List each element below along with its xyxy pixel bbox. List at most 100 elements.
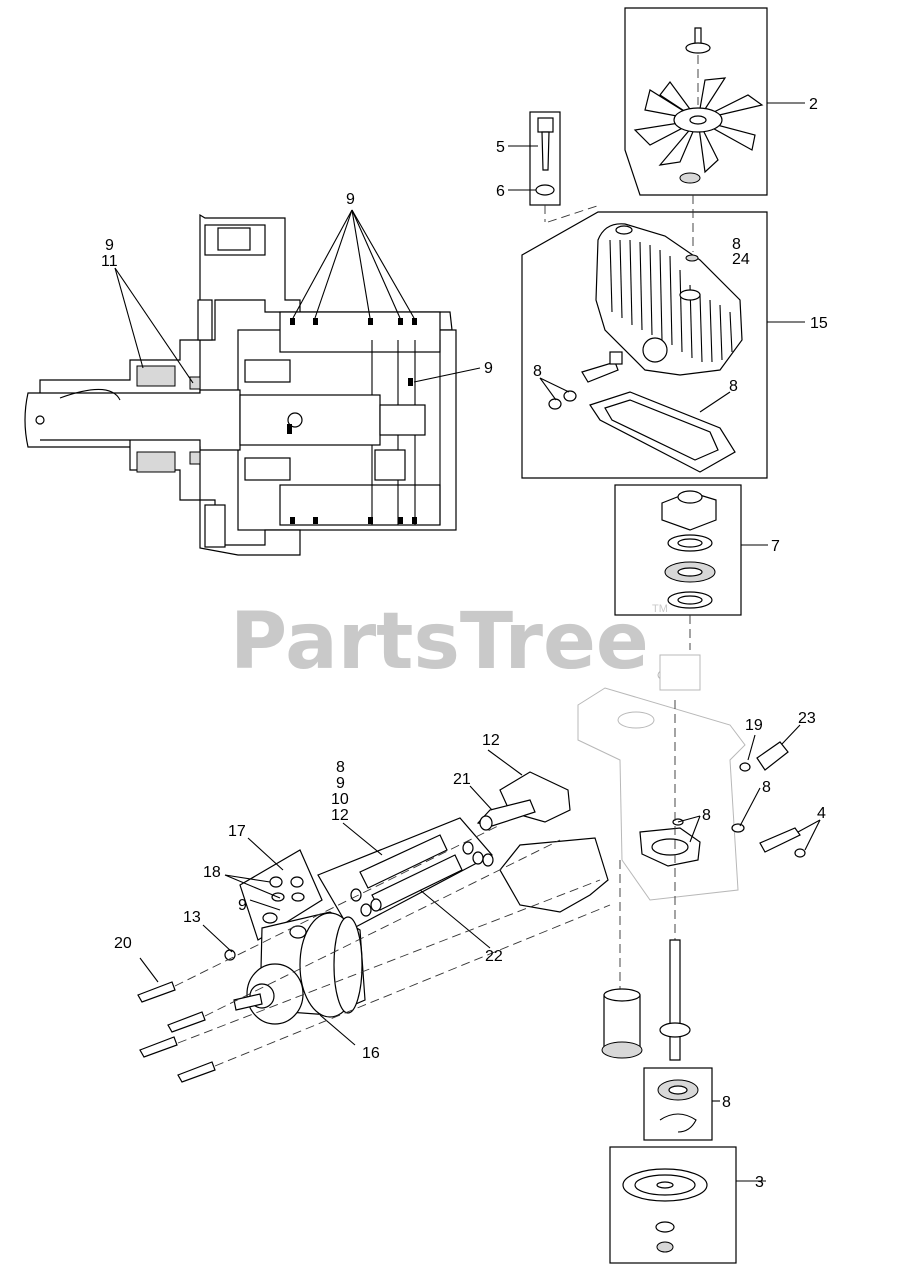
control-arm-nut (609, 351, 623, 365)
watermark-trademark: TM (652, 603, 668, 615)
bracket-assembly (469, 749, 609, 913)
upper-bearing (136, 365, 176, 387)
callout-8-stack: 8 (336, 759, 345, 776)
output-shaft (233, 993, 263, 1011)
control-arm-4 (759, 827, 801, 853)
callout-16: 16 (362, 1045, 380, 1062)
check-valve (374, 449, 406, 481)
dipstick-assembly (508, 111, 601, 223)
callout-12-bracket: 12 (482, 732, 500, 749)
callout-8-housing-mid: 8 (702, 807, 711, 824)
fan-assembly (624, 7, 805, 196)
plunger-box (317, 817, 493, 931)
swashplate-pin (287, 412, 303, 428)
cover-fins (609, 239, 733, 363)
fan-box (624, 7, 768, 196)
callout-13: 13 (183, 909, 201, 926)
fan-washer (685, 42, 711, 54)
housing-cover-assembly (521, 195, 805, 479)
callout-23: 23 (798, 710, 816, 727)
callout-12-stack: 12 (331, 807, 349, 824)
shaft-gear (659, 1022, 691, 1038)
bolt-20-b (167, 1011, 206, 1033)
callout-4: 4 (817, 805, 826, 822)
lower-bearing (136, 451, 176, 473)
callout-3: 3 (755, 1174, 764, 1191)
shaft-washer (548, 398, 562, 410)
transmission-cross-section (24, 209, 481, 556)
callout-labels: 2 3 4 5 6 7 8 24 8 8 8 8 8 9 9 11 9 12 8… (101, 96, 828, 1191)
watermark-brand: PartsTree (230, 597, 649, 687)
fan-nut (679, 172, 701, 184)
fittings-right (739, 724, 821, 858)
callout-8-bearing: 8 (722, 1094, 731, 1111)
cover-side-port (642, 337, 668, 363)
callout-6: 6 (496, 183, 505, 200)
bearing-box (614, 484, 742, 616)
dipstick-cap (537, 117, 554, 133)
callout-22: 22 (485, 948, 503, 965)
callout-18: 18 (203, 864, 221, 881)
plunger-orings (350, 841, 494, 917)
lower-piston (244, 457, 291, 481)
upper-port (217, 227, 251, 251)
lower-bearing-frame (643, 1067, 713, 1141)
callout-8-gasket: 8 (729, 378, 738, 395)
pulley-washer (655, 1221, 675, 1233)
pulley-nut (656, 1241, 674, 1253)
oring-19 (739, 762, 751, 772)
upper-piston (244, 359, 291, 383)
cover-bore (679, 289, 701, 301)
plunger-lower (359, 834, 448, 889)
lower-boss (204, 504, 226, 548)
callout-8-shaft: 8 (533, 363, 542, 380)
pulley-box (609, 1146, 737, 1264)
callout-9-top: 9 (346, 191, 355, 208)
shaft-bore (35, 415, 45, 425)
main-housing-body (577, 687, 746, 901)
cover-box (521, 211, 768, 479)
callout-9-stack: 9 (336, 775, 345, 792)
lower-bearing-box (643, 1067, 720, 1141)
callout-10-stack: 10 (331, 791, 349, 808)
callout-19: 19 (745, 717, 763, 734)
upper-boss (197, 299, 213, 341)
callout-9-left: 9 (105, 237, 114, 254)
callout-9-right: 9 (484, 360, 493, 377)
callout-2: 2 (809, 96, 818, 113)
lower-seal (189, 451, 201, 465)
control-arm-shaft (581, 361, 619, 383)
main-housing (577, 615, 761, 901)
pulley-assembly (609, 1146, 766, 1264)
input-shaft (24, 389, 241, 451)
housing-oring (731, 823, 745, 833)
bolt-20-d (177, 1061, 216, 1083)
dipstick-oring (535, 184, 555, 196)
plug-17 (290, 876, 304, 888)
upper-seal (189, 376, 201, 390)
arm-nut (794, 848, 806, 858)
callout-7: 7 (771, 538, 780, 555)
fitting-23 (756, 741, 789, 771)
bolt-20-a (137, 981, 176, 1003)
callout-20: 20 (114, 935, 132, 952)
callout-9-low: 9 (238, 897, 247, 914)
lower-bracket (499, 837, 609, 913)
cover-housing (595, 223, 743, 376)
cover-fill-port (615, 225, 633, 235)
bearing-stack (614, 484, 768, 616)
fitting-box (239, 849, 323, 941)
callout-8-housing-right: 8 (762, 779, 771, 796)
cover-bolt-top (685, 254, 699, 262)
callout-24: 24 (732, 251, 750, 268)
callout-11: 11 (101, 253, 118, 270)
callout-15: 15 (810, 315, 828, 332)
pump-motor-assembly (137, 824, 611, 1083)
plug-18 (269, 876, 283, 888)
lower-shaft-assembly (601, 700, 691, 1061)
output-shaft-lower (669, 939, 681, 1061)
dipstick-rod (541, 131, 550, 171)
motor-flange (246, 963, 304, 1025)
callout-17: 17 (228, 823, 246, 840)
